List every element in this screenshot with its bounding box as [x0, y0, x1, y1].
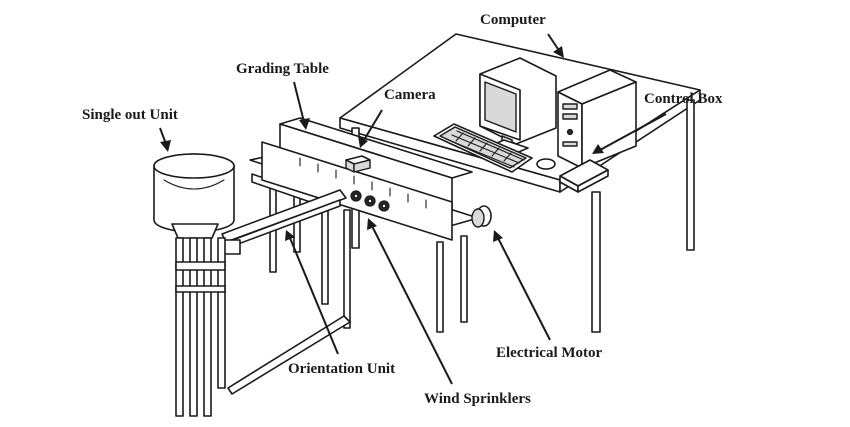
arrow-camera-head: [358, 136, 368, 148]
nozzle-opening: [381, 203, 387, 209]
control-box: [559, 159, 609, 193]
desk-leg: [686, 99, 695, 251]
mouse: [536, 158, 556, 170]
arrow-wind-sprinklers-head: [367, 218, 377, 230]
motor-housing: [471, 208, 485, 228]
column-crossbar: [175, 285, 226, 293]
label-electrical-motor: Electrical Motor: [496, 345, 603, 361]
frame-brace: [227, 315, 351, 395]
label-pointers: [159, 33, 667, 385]
label-grading-table: Grading Table: [236, 61, 329, 77]
support-column: [189, 237, 198, 417]
camera-side: [353, 159, 371, 173]
single-out-unit: [153, 153, 235, 417]
arrow-grading-table-head: [299, 118, 310, 130]
hopper-rim: [153, 153, 235, 179]
column-crossbar: [175, 261, 226, 271]
frame-leg: [321, 197, 329, 305]
control-box-side: [577, 169, 609, 193]
label-single-out-unit: Single out Unit: [82, 107, 178, 123]
arrow-electrical-motor: [497, 237, 551, 341]
arrow-single-out-unit-head: [160, 140, 171, 152]
label-wind-sprinklers: Wind Sprinklers: [424, 391, 531, 407]
arrow-orientation-unit-head: [285, 230, 295, 241]
desk-leg: [591, 191, 601, 333]
frame-leg: [343, 209, 351, 329]
arrow-control-box: [599, 113, 667, 151]
frame-leg: [460, 235, 468, 323]
keyboard-key-grid: [445, 130, 525, 168]
label-orientation-unit: Orientation Unit: [288, 361, 396, 377]
arrow-electrical-motor-head: [493, 230, 503, 242]
arrow-camera: [363, 109, 383, 141]
label-camera: Camera: [384, 87, 436, 103]
tower-side: [581, 81, 637, 169]
tower-drive: [562, 103, 578, 110]
label-computer: Computer: [480, 12, 546, 28]
tower-slot: [562, 141, 578, 147]
tower-drive: [562, 113, 578, 120]
arrow-computer-head: [553, 46, 564, 58]
arrow-grading-table: [293, 81, 305, 123]
monitor-screen: [484, 81, 517, 133]
computer-tower: [557, 69, 637, 169]
hopper-base: [171, 223, 219, 239]
orientation-bracket: [223, 239, 241, 255]
nozzle-opening: [353, 193, 359, 199]
arrow-orientation-unit: [289, 237, 339, 355]
support-column: [217, 237, 226, 389]
frame-leg: [436, 241, 444, 333]
label-control-box: Control Box: [644, 91, 723, 107]
hopper-inner-curve: [163, 179, 225, 190]
support-column: [203, 237, 212, 417]
keyboard: [433, 123, 533, 173]
arrow-wind-sprinklers: [371, 225, 453, 385]
tower-power-button: [566, 128, 574, 136]
computer-monitor: [479, 57, 557, 155]
grading-table: [249, 117, 492, 241]
nozzle-opening: [367, 198, 373, 204]
arrow-control-box-head: [592, 144, 604, 154]
support-column: [175, 237, 184, 417]
table-slats: [299, 157, 427, 209]
